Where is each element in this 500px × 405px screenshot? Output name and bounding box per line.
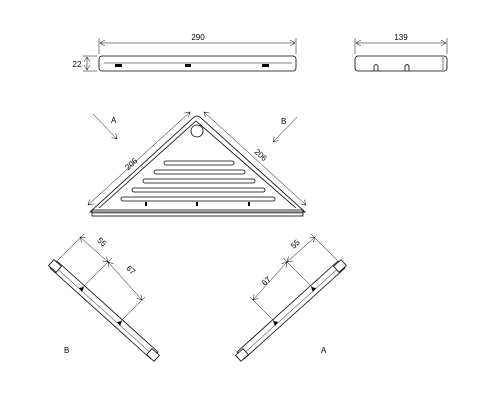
- side-view-top: 139: [354, 33, 448, 72]
- view-b-hole-2: [117, 321, 122, 326]
- view-a-end-cap-top: [333, 259, 347, 273]
- right-edge-dimension-label: 206: [253, 147, 269, 163]
- shelf-side-outline: [354, 55, 448, 72]
- view-b-dim-55-line: [80, 237, 108, 262]
- slat-2: [153, 169, 246, 175]
- side-notch-1: [373, 64, 379, 71]
- side-notch-2: [404, 64, 410, 71]
- view-b-end-cap-bottom: [146, 348, 160, 362]
- shelf-front-outline: [98, 55, 297, 72]
- view-a-label: A: [111, 116, 117, 125]
- view-b-caption: B: [64, 346, 69, 355]
- view-a-dim-67-line: [253, 262, 287, 300]
- view-b-bar: [49, 260, 159, 360]
- left-edge-dimension-line: [88, 112, 190, 205]
- view-a-arrow: [92, 113, 117, 139]
- view-a-end-cap-bottom: [235, 348, 249, 362]
- view-a-hole-1: [311, 287, 316, 292]
- side-view-b: 55 67 B: [48, 233, 160, 362]
- height-dimension-label: 22: [73, 60, 82, 69]
- view-b-dim-67-line: [108, 262, 142, 300]
- view-a-bar: [236, 260, 346, 360]
- slat-5: [120, 196, 276, 202]
- plan-view: 206 206 A B: [88, 112, 307, 217]
- shelf-outline-outer: [88, 115, 307, 213]
- slat-4: [131, 187, 266, 193]
- view-b-end-cap-top: [48, 259, 62, 273]
- front-slot-right: [262, 64, 269, 67]
- view-a-caption: A: [321, 346, 327, 355]
- front-slot-mid: [185, 64, 191, 67]
- view-a-dim-55-line: [287, 237, 315, 262]
- right-edge-dimension-line: [204, 112, 306, 205]
- view-b-dim-55-label: 55: [95, 236, 108, 249]
- width-dimension-label: 290: [191, 33, 205, 42]
- side-view-a: 55 67 A: [235, 233, 347, 362]
- view-b-label: B: [281, 117, 286, 126]
- slat-3: [142, 178, 256, 184]
- view-a-dim-55-label: 55: [289, 237, 302, 250]
- front-slot-left: [115, 64, 122, 67]
- view-b-hole-1: [79, 287, 84, 292]
- view-a-hole-2: [273, 321, 278, 326]
- front-view: 290 22: [73, 33, 297, 72]
- view-b-dim-67-label: 67: [124, 264, 137, 277]
- side-width-dimension-label: 139: [394, 33, 408, 42]
- view-b-arrow: [273, 116, 298, 142]
- left-edge-dimension-label: 206: [123, 156, 139, 172]
- corner-post: [190, 124, 204, 138]
- view-a-dim-67-label: 67: [260, 274, 273, 287]
- slat-1: [163, 160, 235, 166]
